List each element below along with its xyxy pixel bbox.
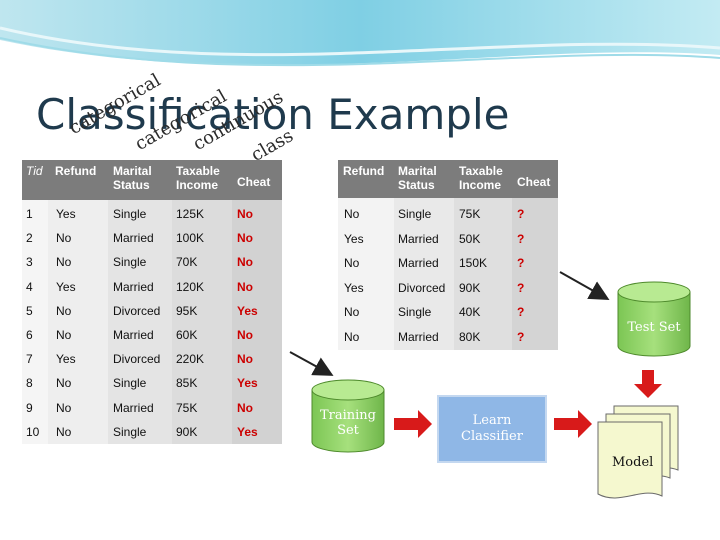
training-set-label: Training Set: [312, 408, 384, 438]
arrow-test-to-set: [560, 272, 606, 298]
arrow-learn-to-model: [554, 410, 592, 438]
model-label: Model: [612, 455, 653, 470]
model-documents: [598, 406, 678, 498]
test-set-label: Test Set: [618, 320, 690, 335]
arrow-set-to-learn: [394, 410, 432, 438]
arrow-train-to-set: [290, 352, 330, 374]
learn-classifier-label: Learn Classifier: [452, 413, 532, 445]
arrow-test-to-model: [634, 370, 662, 398]
test-set-cylinder: [618, 282, 690, 356]
